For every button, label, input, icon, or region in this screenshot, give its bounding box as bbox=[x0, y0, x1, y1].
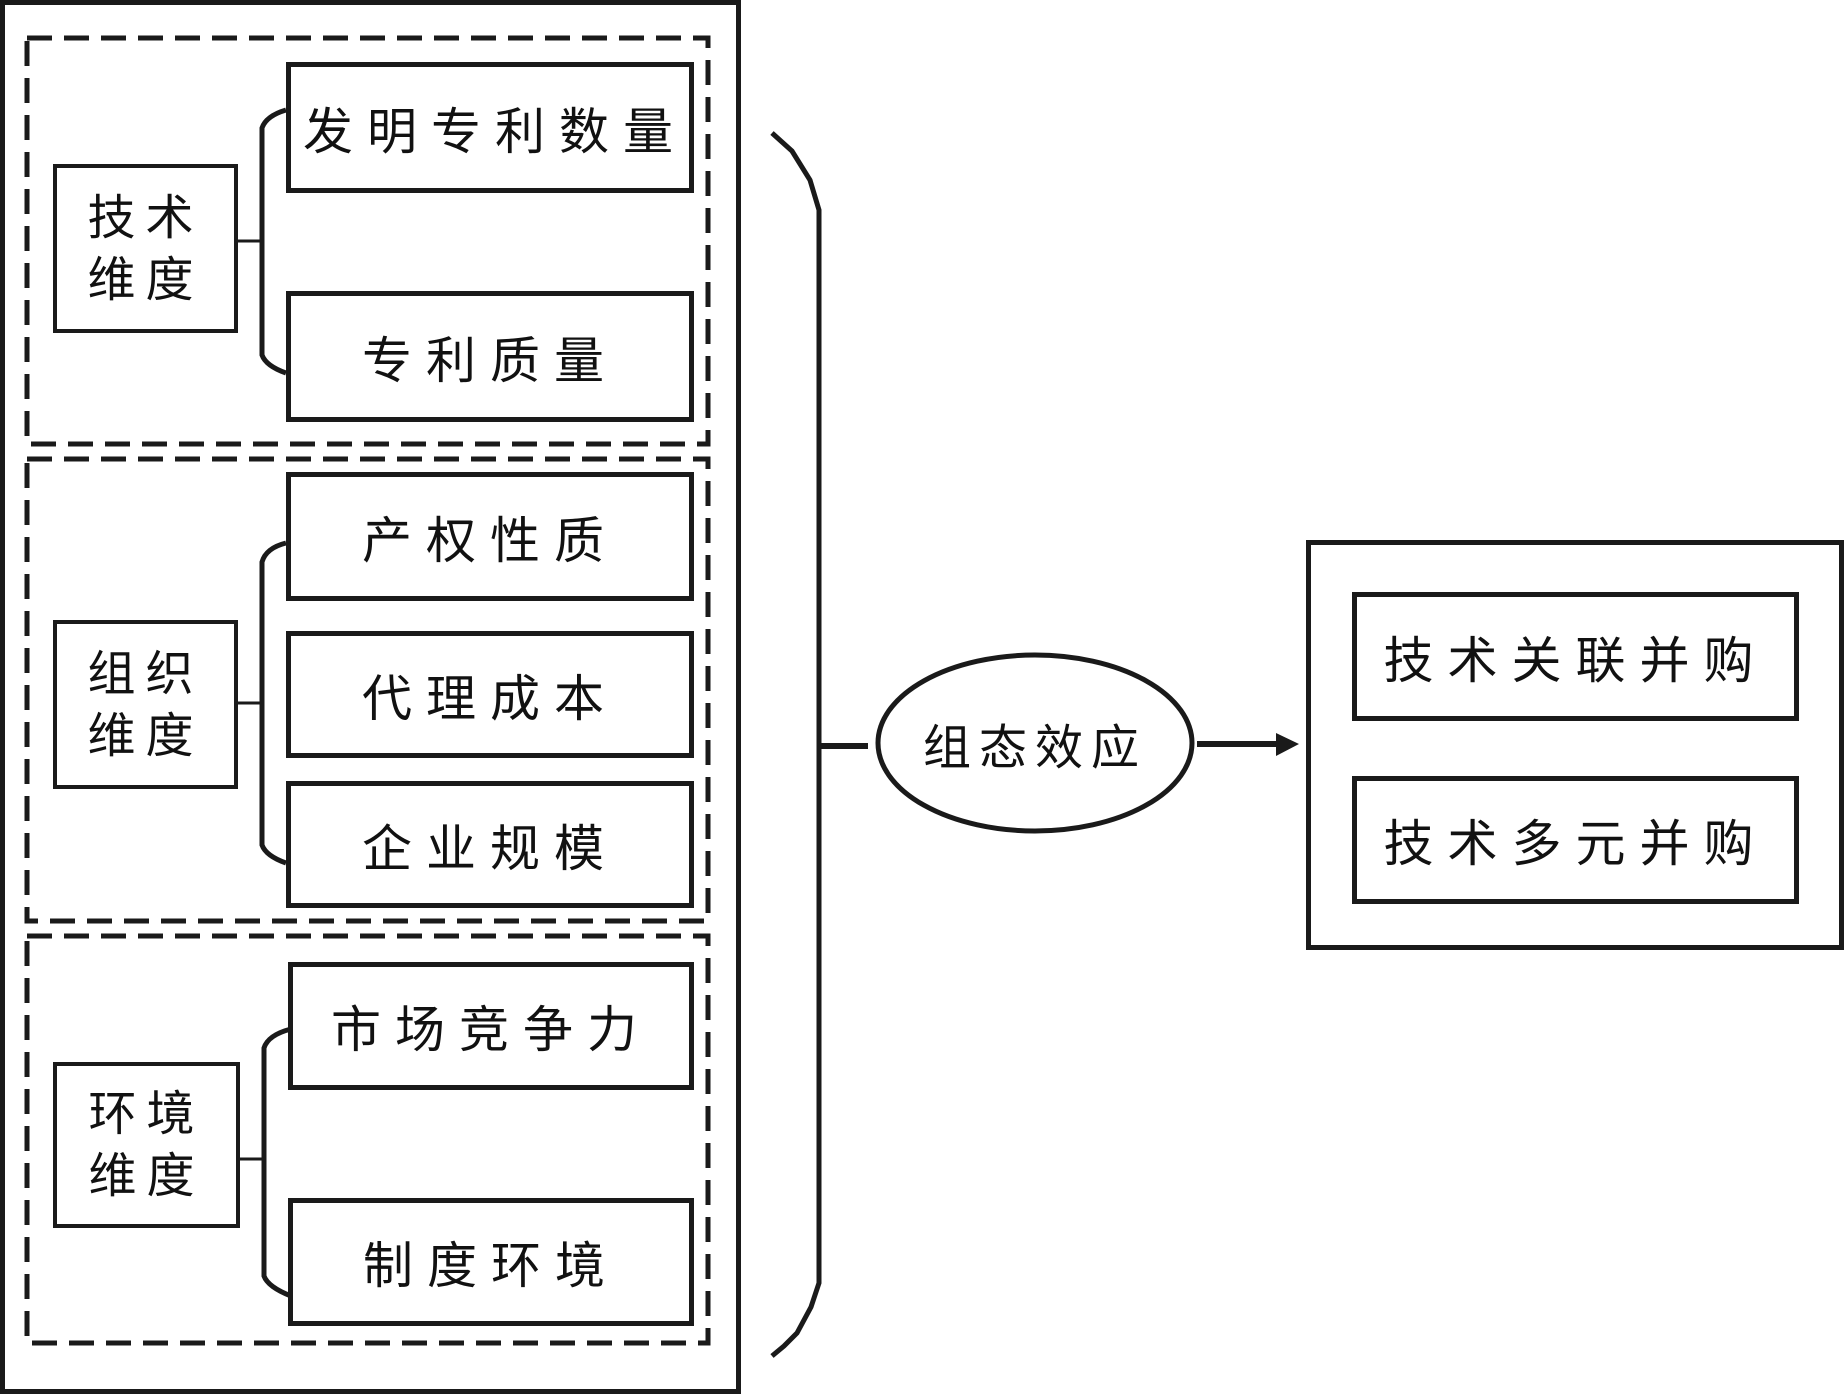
factor-label: 代理成本 bbox=[362, 669, 618, 728]
factor-label: 发明专利数量 bbox=[303, 102, 687, 161]
dimension-environment-label: 环境维度 bbox=[88, 1086, 205, 1204]
arrow-head bbox=[1276, 733, 1299, 756]
center-ellipse bbox=[875, 652, 1195, 834]
dimension-organization: 组织维度 bbox=[53, 620, 238, 789]
dimension-environment: 环境维度 bbox=[53, 1062, 240, 1228]
brace bbox=[770, 131, 822, 1358]
center-label-box: 组态效应 bbox=[878, 655, 1192, 831]
factor-patent-quality: 专利质量 bbox=[286, 291, 694, 422]
group-frame-technology bbox=[24, 35, 711, 447]
factor-invention-patents: 发明专利数量 bbox=[286, 62, 694, 193]
dimension-organization-label: 组织维度 bbox=[87, 645, 204, 764]
conditions-container bbox=[0, 0, 741, 1394]
bracket-organization bbox=[259, 540, 287, 866]
factor-firm-size: 企业规模 bbox=[286, 781, 694, 908]
center-label: 组态效应 bbox=[922, 720, 1147, 776]
factor-agency-cost: 代理成本 bbox=[286, 631, 694, 758]
group-frame-environment bbox=[24, 933, 711, 1346]
factor-label: 制度环境 bbox=[363, 1237, 619, 1295]
factor-market-competition: 市场竞争力 bbox=[288, 962, 694, 1090]
factor-institutional-environment: 制度环境 bbox=[288, 1198, 694, 1326]
factor-label: 专利质量 bbox=[362, 331, 618, 390]
outcome-label: 技术多元并购 bbox=[1383, 815, 1768, 873]
factor-label: 企业规模 bbox=[362, 819, 618, 878]
dimension-technology-label: 技术维度 bbox=[87, 189, 204, 308]
group-frame-organization bbox=[24, 456, 711, 924]
factor-ownership: 产权性质 bbox=[286, 472, 694, 601]
bracket-technology bbox=[259, 107, 287, 376]
dimension-technology: 技术维度 bbox=[53, 164, 238, 333]
bracket-environment bbox=[261, 1026, 292, 1299]
outcomes-container bbox=[1306, 540, 1844, 950]
outcome-diversified-ma: 技术多元并购 bbox=[1352, 776, 1799, 904]
factor-label: 产权性质 bbox=[362, 511, 618, 570]
outcome-label: 技术关联并购 bbox=[1383, 631, 1768, 690]
outcome-related-ma: 技术关联并购 bbox=[1352, 592, 1799, 721]
factor-label: 市场竞争力 bbox=[331, 1001, 651, 1059]
